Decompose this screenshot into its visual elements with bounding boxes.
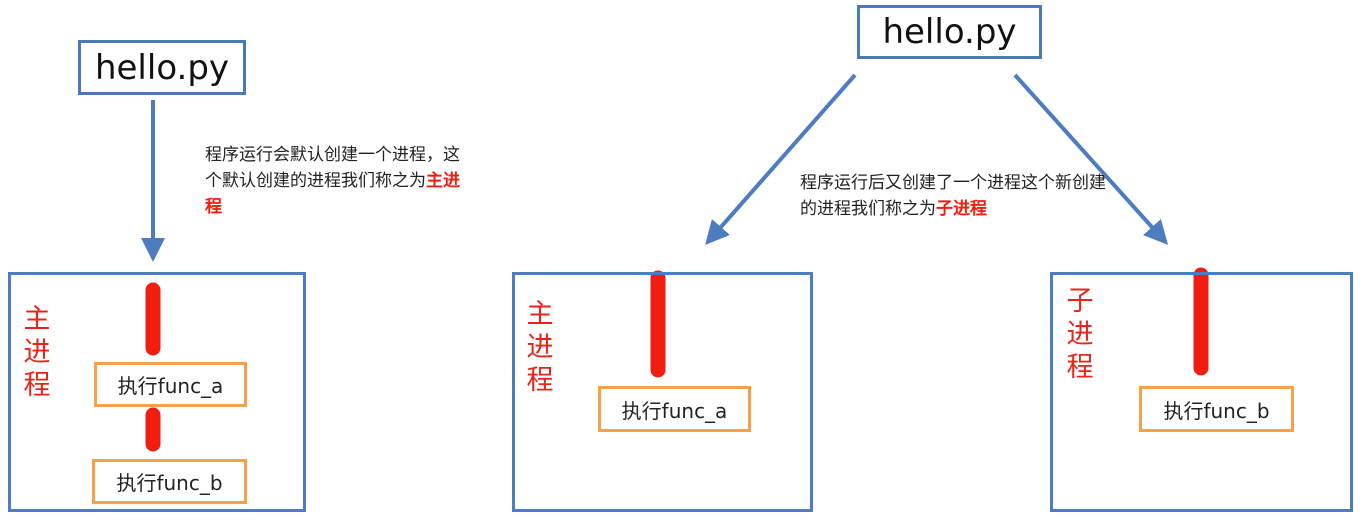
step-func-a-left: 执行func_a bbox=[94, 362, 247, 407]
step-func-b-child: 执行func_b bbox=[1139, 386, 1294, 432]
process-box-main bbox=[512, 272, 813, 512]
step-func-b-left: 执行func_b bbox=[92, 459, 247, 504]
process-label-left: 主进程 bbox=[23, 304, 51, 401]
note-right-highlight: 子进程 bbox=[936, 199, 987, 219]
process-box-child bbox=[1050, 272, 1353, 512]
run-arrow-child bbox=[1013, 73, 1169, 245]
note-left-text: 程序运行会默认创建一个进程，这个默认创建的进程我们称之为 bbox=[205, 145, 460, 191]
step-func-a-main: 执行func_a bbox=[598, 386, 751, 432]
file-box-left: hello.py bbox=[78, 40, 246, 95]
note-right: 程序运行后又创建了一个进程这个新创建的进程我们称之为子进程 bbox=[800, 170, 1120, 222]
note-left: 程序运行会默认创建一个进程，这个默认创建的进程我们称之为主进程 bbox=[205, 142, 475, 220]
note-left-highlight: 主进程 bbox=[205, 171, 460, 217]
run-arrow-main bbox=[705, 73, 857, 245]
note-right-text: 程序运行后又创建了一个进程这个新创建的进程我们称之为 bbox=[800, 173, 1106, 219]
process-label-child: 子进程 bbox=[1066, 286, 1094, 383]
process-label-main: 主进程 bbox=[526, 299, 554, 396]
process-box-left bbox=[8, 272, 306, 512]
file-box-right: hello.py bbox=[857, 5, 1042, 59]
